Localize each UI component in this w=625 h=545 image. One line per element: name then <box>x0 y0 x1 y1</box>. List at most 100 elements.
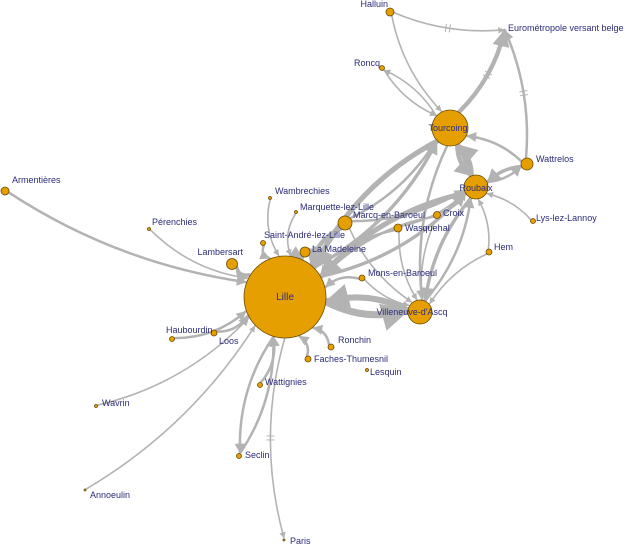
node-lamadeleine <box>299 246 311 258</box>
node-label-perenchies: Pérenchies <box>152 217 198 227</box>
edge-hem-to-villeneuve <box>429 253 488 305</box>
node-label-armentieres: Armentières <box>12 175 61 185</box>
edge-seclin-to-lille <box>238 336 279 455</box>
edge-armentieres-to-lille <box>7 191 247 286</box>
edge-wasquehal-to-villeneuve <box>398 231 418 301</box>
node-standre <box>260 240 266 246</box>
edge-perenchies-to-lille <box>149 228 249 281</box>
node-label-mons: Mons-en-Baroeul <box>368 268 437 278</box>
edge-standre-to-lille <box>258 244 271 260</box>
edge-croix-to-villeneuve <box>418 217 438 300</box>
edge-faches-to-lille <box>298 335 310 358</box>
edge-break-mark-wattrelos-eurometropole-1 <box>519 90 528 93</box>
edge-halluin-to-eurometropole <box>393 11 505 34</box>
node-wattrelos <box>520 157 534 171</box>
node-halluin <box>385 7 395 17</box>
node-label-wattrelos: Wattrelos <box>536 154 574 164</box>
edge-wavrin-to-lille <box>96 317 250 407</box>
node-annoeulin <box>83 488 87 492</box>
node-loos <box>210 329 218 337</box>
edge-break-mark-halluin-eurometropole-1 <box>448 24 451 33</box>
edge-break-mark-tourcoing-eurometropole-0 <box>482 74 491 80</box>
edge-mons-to-villeneuve <box>363 278 410 308</box>
node-paris <box>282 538 286 542</box>
edge-marcq-to-tourcoing <box>348 139 438 220</box>
node-marquette <box>294 210 298 214</box>
node-ronchin <box>327 343 335 351</box>
node-label-faches: Faches-Thumesnil <box>314 354 388 364</box>
node-label-wattignies: Wattignies <box>265 377 307 387</box>
node-lesquin <box>365 368 369 372</box>
edge-lille-to-tourcoing <box>311 139 439 270</box>
edge-wattrelos-to-roubaix <box>486 164 524 184</box>
node-seclin <box>236 453 242 459</box>
edge-lille-to-villeneuve <box>322 298 411 331</box>
edge-break-mark-wattrelos-eurometropole-0 <box>519 94 528 97</box>
node-label-roubaix: Roubaix <box>459 183 493 193</box>
edge-break-mark-tourcoing-eurometropole-1 <box>484 70 493 76</box>
edge-layer <box>7 11 532 539</box>
node-label-roncq: Roncq <box>354 58 380 68</box>
node-label-croix: Croix <box>443 208 465 218</box>
node-wattignies <box>257 382 263 388</box>
node-croix <box>433 211 441 219</box>
edge-break-mark-halluin-eurometropole-0 <box>444 23 447 32</box>
edge-annoeulin-to-lille <box>84 325 256 491</box>
node-perenchies <box>147 227 151 231</box>
edge-ronchin-to-lille <box>312 324 331 347</box>
node-label-wambrechies: Wambrechies <box>275 186 330 196</box>
edge-wambrechies-to-lille <box>267 198 280 257</box>
edge-lyslannoy-to-roubaix <box>486 191 532 221</box>
edge-roubaix-to-lille <box>318 190 469 279</box>
edge-roubaix-to-wattrelos <box>485 165 522 184</box>
node-armentieres <box>0 186 10 196</box>
node-tourcoing <box>431 109 469 147</box>
node-label-villeneuve: Villeneuve-d'Ascq <box>376 307 447 317</box>
edge-mons-to-lille <box>324 276 361 289</box>
edge-marcq-to-villeneuve <box>348 227 413 303</box>
node-label-lyslannoy: Lys-lez-Lannoy <box>536 213 597 223</box>
node-label-loos: Loos <box>219 336 239 346</box>
node-wavrin <box>94 404 98 408</box>
node-lyslannoy <box>530 218 536 224</box>
node-lambersart <box>226 258 238 270</box>
edge-hem-to-roubaix <box>477 198 490 250</box>
node-label-eurometropole: Eurométropole versant belge <box>508 23 624 33</box>
edge-wattrelos-to-tourcoing <box>465 132 523 163</box>
node-label-standre: Saint-André-lez-Lille <box>264 230 345 240</box>
node-label-wavrin: Wavrin <box>102 398 130 408</box>
node-hem <box>485 248 493 256</box>
edge-tourcoing-to-roubaix <box>453 142 473 178</box>
node-label-lille: Lille <box>276 292 294 303</box>
node-label-seclin: Seclin <box>245 450 270 460</box>
node-label-lambersart: Lambersart <box>197 247 243 257</box>
node-label-hem: Hem <box>494 242 513 252</box>
node-label-haubourdin: Haubourdin <box>166 325 213 335</box>
node-label-wasquehal: Wasquehal <box>405 223 450 233</box>
node-label-tourcoing: Tourcoing <box>428 123 467 133</box>
node-marcq <box>337 215 353 231</box>
node-label-lesquin: Lesquin <box>370 367 402 377</box>
edge-wattrelos-to-eurometropole <box>503 29 529 160</box>
node-wambrechies <box>268 196 272 200</box>
edge-halluin-to-tourcoing <box>391 14 443 112</box>
node-label-lamadeleine: La Madeleine <box>312 244 366 254</box>
node-mons <box>358 274 366 282</box>
node-label-paris: Paris <box>290 536 311 545</box>
node-faches <box>304 355 312 363</box>
edge-roubaix-to-villeneuve <box>420 196 473 302</box>
edge-tourcoing-to-roncq <box>383 69 438 117</box>
node-haubourdin <box>169 336 175 342</box>
edge-roncq-to-tourcoing <box>383 68 437 117</box>
edge-lille-to-seclin <box>234 335 275 454</box>
node-label-ronchin: Ronchin <box>338 335 371 345</box>
node-label-annoeulin: Annoeulin <box>90 490 130 500</box>
edge-lille-to-paris <box>269 337 286 539</box>
node-label-halluin: Halluin <box>360 0 388 9</box>
node-lille <box>243 255 327 339</box>
edge-lambersart-to-lille <box>235 265 251 285</box>
node-label-marcq: Marcq-en-Baroeul <box>353 210 425 220</box>
edge-tourcoing-to-lille <box>311 138 440 270</box>
